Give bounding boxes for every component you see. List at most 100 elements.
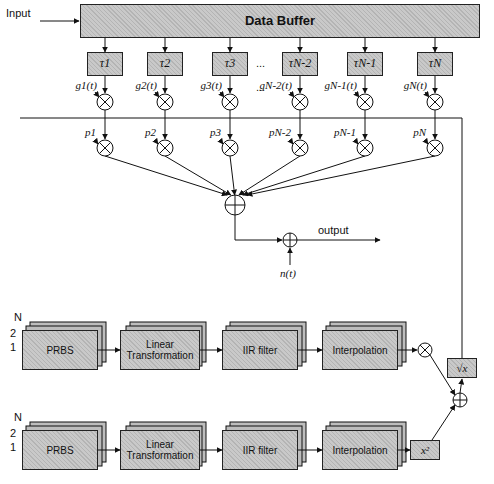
signal-name: p1 — [85, 127, 96, 138]
connector-arrow — [98, 450, 120, 451]
wire — [230, 156, 235, 195]
node-text: τN-2 — [289, 57, 311, 70]
adder-symbol — [225, 195, 245, 215]
wire — [300, 110, 301, 139]
text-label: 2 — [10, 428, 16, 439]
text-label: 2 — [10, 328, 16, 339]
connector-arrow — [200, 350, 222, 351]
connector-arrow — [298, 450, 322, 451]
process-box: √x — [447, 358, 477, 378]
wire — [95, 92, 99, 97]
signal-name: n(t) — [280, 268, 296, 279]
node-text: PRBS — [46, 345, 73, 356]
wire — [239, 156, 300, 195]
wire — [365, 110, 366, 139]
wire — [398, 350, 417, 351]
wire — [165, 76, 166, 93]
wire — [425, 92, 429, 97]
wire — [435, 110, 436, 139]
signal-name: gN-2(t) — [260, 80, 292, 91]
signal-name: gN-1(t) — [325, 80, 357, 91]
wire — [460, 379, 462, 393]
node-text: x² — [421, 444, 429, 456]
process-box: IIR filter — [222, 330, 298, 370]
wire — [105, 110, 106, 139]
delay-box: τN-2 — [282, 52, 318, 76]
wire — [230, 76, 231, 93]
node-text: τ1 — [100, 57, 110, 70]
wire — [462, 118, 463, 358]
multiplier-symbol — [97, 94, 113, 110]
wire — [300, 76, 301, 93]
wire — [155, 92, 159, 97]
wire — [355, 92, 359, 97]
wire — [365, 76, 366, 93]
process-box: PRBS — [22, 430, 98, 470]
wire — [105, 76, 106, 93]
multiplier-symbol — [222, 140, 238, 156]
multiplier-symbol — [157, 94, 173, 110]
wire — [290, 248, 291, 265]
signal-name: pN-2 — [269, 127, 291, 138]
node-text: Linear Transformation — [121, 339, 199, 361]
wire — [247, 156, 435, 195]
multiplier-symbol — [292, 94, 308, 110]
signal-name: pN — [413, 127, 426, 138]
connector-arrow — [165, 38, 166, 52]
wire — [95, 140, 98, 144]
wire — [355, 140, 358, 144]
process-box: Linear Transformation — [120, 430, 200, 470]
connector-arrow — [105, 38, 106, 52]
wire — [243, 156, 365, 195]
node-text: PRBS — [46, 445, 73, 456]
wire — [165, 110, 166, 139]
multiplier-symbol — [292, 140, 308, 156]
wire — [165, 156, 231, 195]
signal-name: gN(t) — [404, 80, 427, 91]
multiplier-symbol — [222, 94, 238, 110]
node-text: IIR filter — [243, 445, 277, 456]
delay-box: τ3 — [212, 52, 248, 76]
wire — [230, 110, 231, 139]
wire — [290, 92, 294, 97]
node-text: τN — [429, 57, 441, 70]
connector-arrow — [435, 38, 436, 52]
text-label: ... — [256, 58, 265, 69]
node-text: Interpolation — [332, 345, 387, 356]
wire — [220, 140, 223, 144]
node-text: τ2 — [160, 57, 170, 70]
text-label: output — [318, 225, 349, 236]
signal-name: p2 — [145, 127, 156, 138]
wire — [105, 156, 227, 195]
connector-arrow — [365, 38, 366, 52]
multiplier-symbol — [418, 343, 432, 357]
signal-name: g3(t) — [201, 80, 222, 91]
text-label: 1 — [10, 342, 16, 353]
text-label: N — [14, 312, 22, 323]
process-box: Interpolation — [322, 330, 398, 370]
multiplier-symbol — [427, 140, 443, 156]
wire — [155, 140, 158, 144]
wire — [425, 140, 428, 144]
process-box: x² — [410, 440, 440, 460]
delay-box: τ1 — [87, 52, 123, 76]
adder-symbol — [283, 233, 297, 247]
connector-arrow — [398, 450, 410, 451]
wire — [40, 21, 79, 22]
wire — [220, 92, 224, 97]
connector-arrow — [300, 38, 301, 52]
node-text: IIR filter — [243, 345, 277, 356]
signal-name: g1(t) — [76, 80, 97, 91]
signal-name: p3 — [210, 127, 221, 138]
node-text: τ3 — [225, 57, 235, 70]
signal-name: g2(t) — [136, 80, 157, 91]
node-text: Linear Transformation — [121, 439, 199, 461]
signal-name: pN-1 — [334, 127, 356, 138]
multiplier-symbol — [157, 140, 173, 156]
connector-arrow — [230, 38, 231, 52]
process-box: PRBS — [22, 330, 98, 370]
node-text: √x — [457, 362, 468, 374]
wire — [290, 140, 293, 144]
process-box: Linear Transformation — [120, 330, 200, 370]
node-text: Interpolation — [332, 445, 387, 456]
